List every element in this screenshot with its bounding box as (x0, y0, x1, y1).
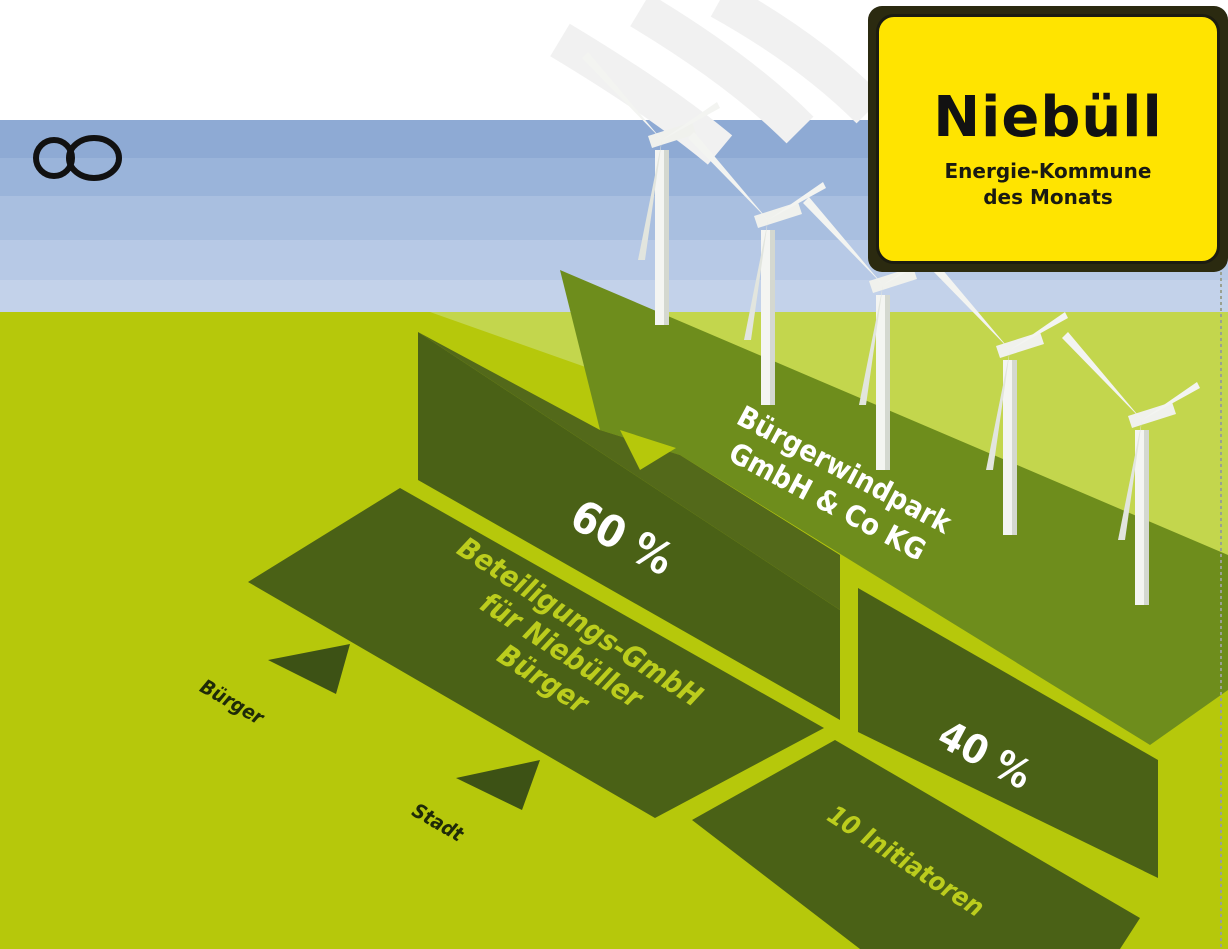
share-minor-block (858, 588, 1158, 878)
arrow-to-windpark (620, 430, 676, 470)
windpark-block (560, 270, 1228, 745)
infinity-logo-icon (33, 135, 122, 181)
town-sign: Niebüll Energie-Kommune des Monats (868, 6, 1228, 272)
arrow-citizens (268, 644, 350, 694)
arrow-city (456, 760, 540, 810)
share-major-top (418, 332, 840, 610)
watermark-rings (550, 0, 884, 165)
sign-subtitle-line2: des Monats (983, 185, 1113, 209)
town-name: Niebüll (933, 85, 1163, 150)
town-sign-face: Niebüll Energie-Kommune des Monats (876, 14, 1220, 264)
sign-subtitle-line1: Energie-Kommune (944, 159, 1152, 183)
share-major-block (418, 332, 840, 720)
holding-block (248, 488, 824, 818)
initiators-block (692, 740, 1140, 949)
